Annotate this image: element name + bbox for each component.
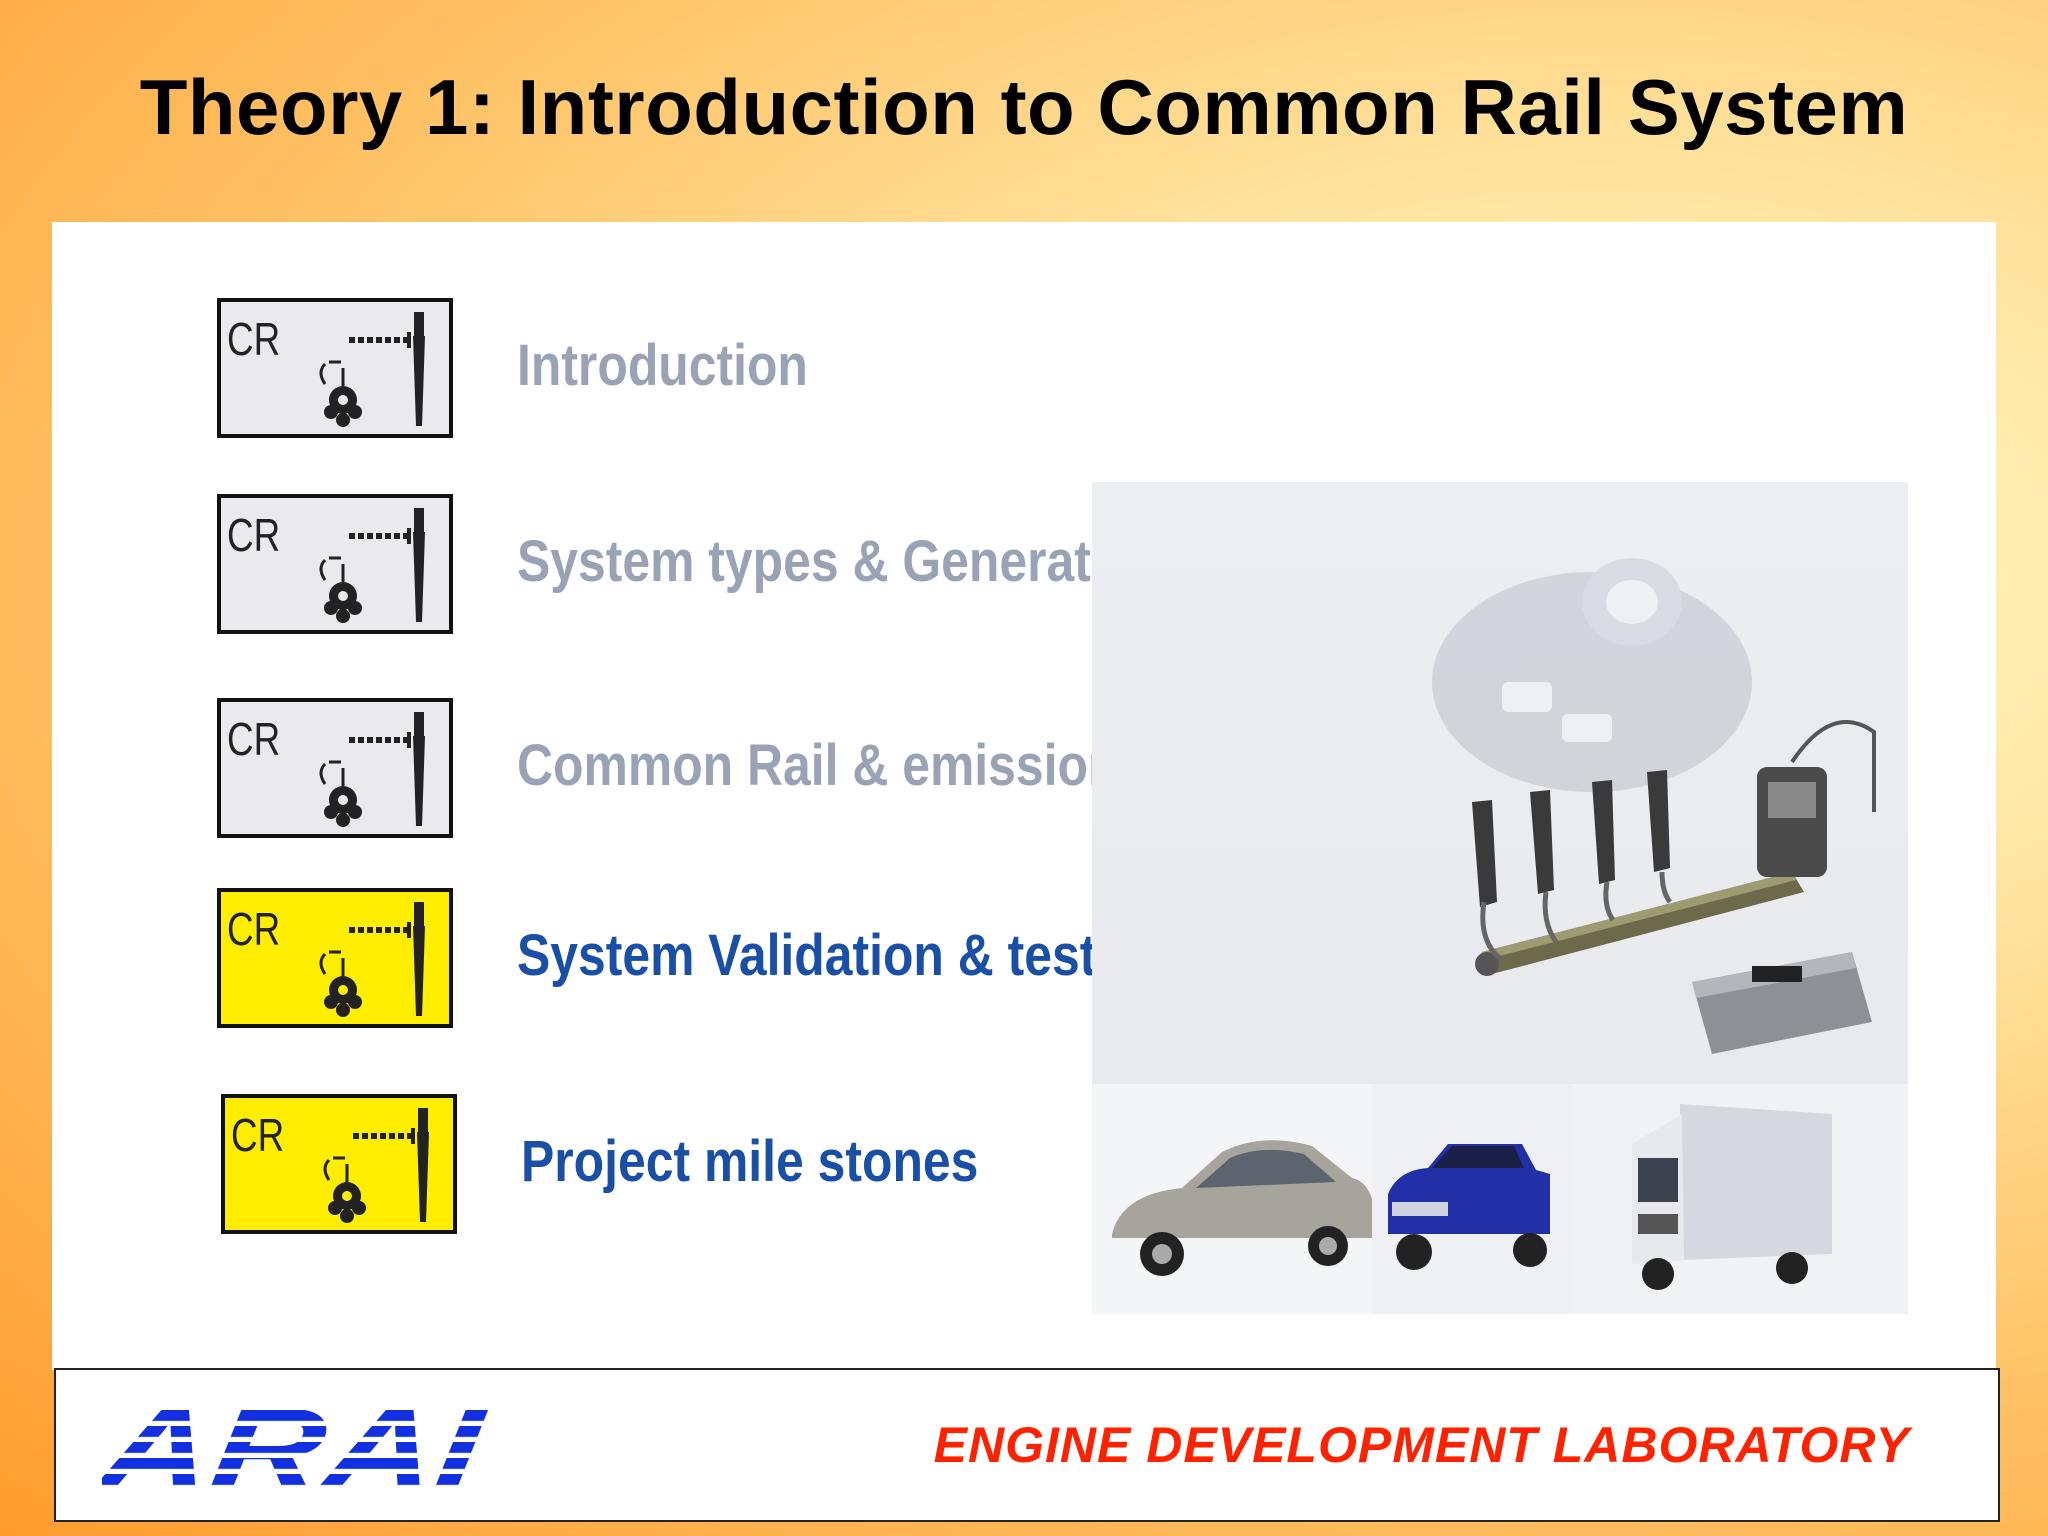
photo-panel [1092, 482, 1908, 1314]
slide-title: Theory 1: Introduction to Common Rail Sy… [139, 63, 1909, 151]
injector-icon [323, 1108, 429, 1223]
common-rail-icon: CR [217, 494, 453, 634]
injector-icon [319, 712, 425, 827]
cr-icon-text: CR [227, 313, 281, 365]
cr-icon-text: CR [227, 509, 281, 561]
common-rail-icon: CR [217, 298, 453, 438]
sedan-car [1092, 1084, 1376, 1314]
agenda-label: System Validation & tests [517, 923, 1125, 988]
cr-icon-text: CR [227, 903, 281, 955]
footer-bar: ARAI ENGINE DEVELOPMENT LABORATORY [54, 1368, 2000, 1522]
arai-logo: ARAI [102, 1394, 492, 1504]
pickup-truck [1372, 1084, 1572, 1314]
injector-icon [319, 312, 425, 427]
agenda-label: System types & Generations [517, 529, 1194, 594]
agenda-label: Introduction [517, 333, 808, 398]
box-truck [1572, 1084, 1908, 1314]
common-rail-icon: CR [217, 888, 453, 1028]
cr-icon-text: CR [231, 1109, 285, 1161]
injector-icon [319, 508, 425, 623]
agenda-item-introduction[interactable]: CR Introduction [217, 298, 1417, 444]
agenda-label: Project mile stones [521, 1129, 979, 1194]
injector-icon [319, 902, 425, 1017]
agenda-item-system-types[interactable]: CR System types & Generations [217, 494, 1417, 640]
common-rail-components-photo [1432, 558, 1876, 1054]
vehicles-photo [1092, 1084, 1908, 1314]
cr-icon-text: CR [227, 713, 281, 765]
common-rail-icon: CR [221, 1094, 457, 1234]
lab-name: ENGINE DEVELOPMENT LABORATORY [933, 1417, 1910, 1473]
arai-logo-text: ARAI [102, 1394, 492, 1504]
common-rail-icon: CR [217, 698, 453, 838]
agenda-item-milestones[interactable]: CR Project mile stones [221, 1094, 1421, 1240]
agenda-item-validation-tests[interactable]: CR System Validation & tests [217, 888, 1417, 1034]
